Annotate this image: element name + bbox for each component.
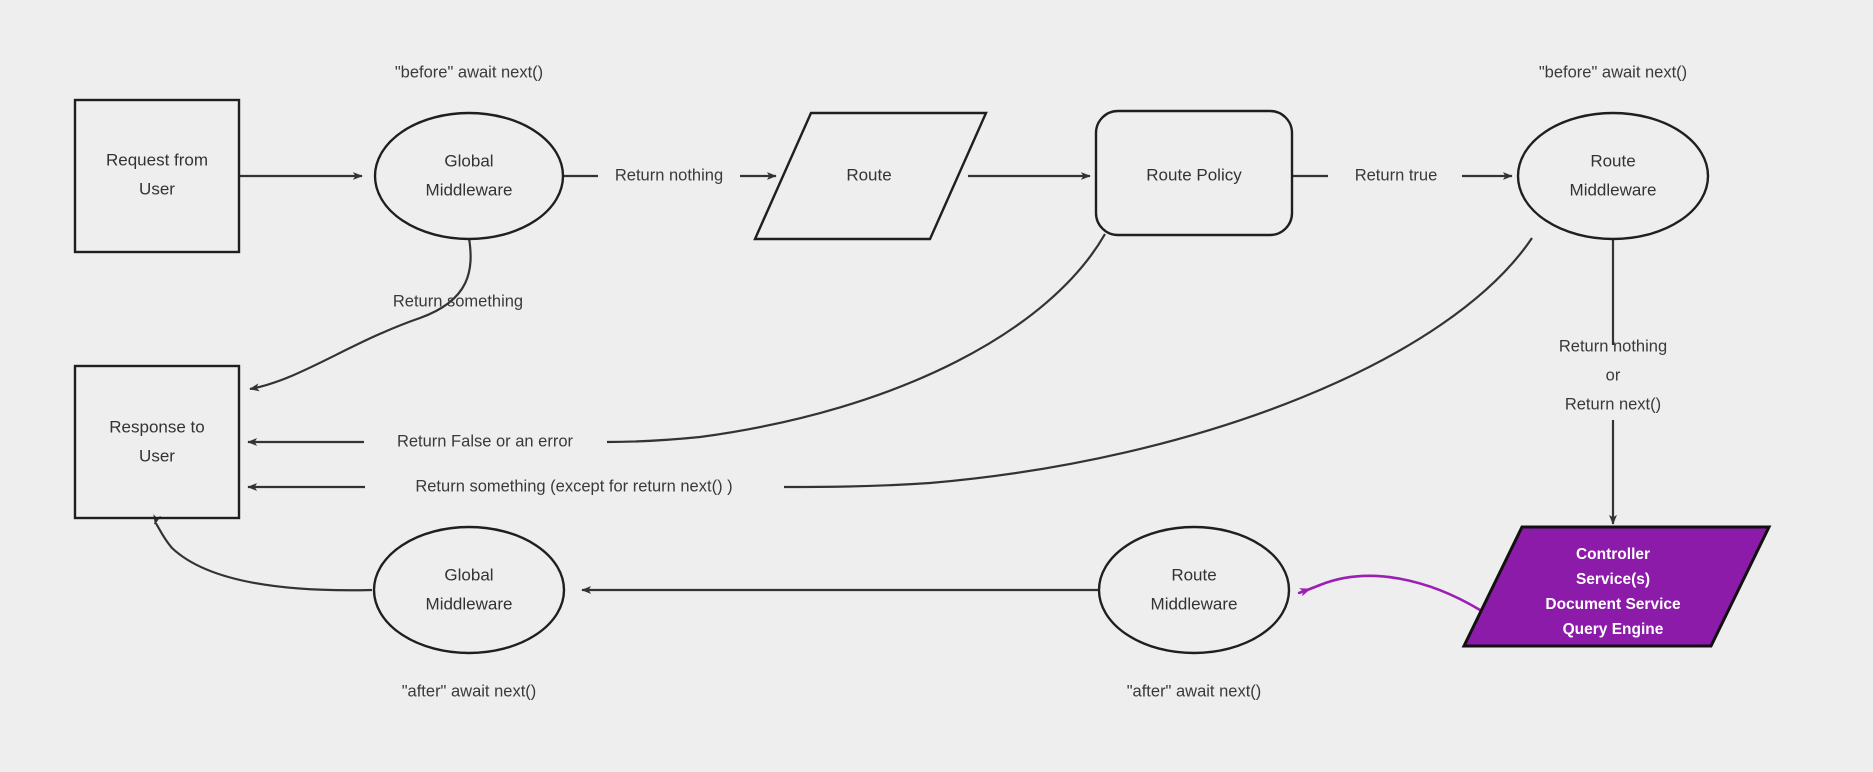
node-route-policy[interactable]: Route Policy — [1094, 109, 1294, 237]
node-global-middleware-bottom-line1: Global — [444, 565, 493, 584]
node-route[interactable]: Route — [753, 111, 988, 241]
node-route-label: Route — [846, 165, 891, 184]
node-route-middleware-top-line2: Middleware — [1570, 180, 1657, 199]
node-route-middleware-top[interactable]: Route Middleware — [1516, 111, 1710, 241]
edge-label-return-nothing-or-next-line2: or — [1606, 366, 1621, 384]
note-before-await-next-route: "before" await next() — [1539, 63, 1687, 81]
node-response-to-user-line1: Response to — [109, 417, 204, 436]
note-after-await-next-global: "after" await next() — [402, 682, 537, 700]
node-request-from-user-line1: Request from — [106, 150, 208, 169]
node-global-middleware-bottom-line2: Middleware — [426, 594, 513, 613]
node-controller-services-line2: Service(s) — [1576, 571, 1650, 588]
node-route-middleware-top-line1: Route — [1590, 151, 1635, 170]
edge-label-return-something-except: Return something (except for return next… — [415, 477, 732, 495]
node-route-middleware-bottom[interactable]: Route Middleware — [1097, 525, 1291, 655]
node-controller-services[interactable]: Controller Service(s) Document Service Q… — [1461, 525, 1772, 648]
node-controller-services-line1: Controller — [1576, 546, 1650, 563]
node-response-to-user[interactable]: Response to User — [73, 364, 241, 520]
node-request-from-user-line2: User — [139, 179, 175, 198]
edge-label-return-nothing-or-next-line1: Return nothing — [1559, 337, 1667, 355]
node-controller-services-line4: Query Engine — [1563, 621, 1664, 638]
edge-label-return-true: Return true — [1355, 166, 1438, 184]
note-before-await-next-global: "before" await next() — [395, 63, 543, 81]
edge-controller-to-route-middleware-bottom — [1297, 574, 1481, 612]
node-global-middleware-top[interactable]: Global Middleware — [373, 111, 565, 241]
node-request-from-user[interactable]: Request from User — [73, 98, 241, 254]
node-global-middleware-top-line2: Middleware — [426, 180, 513, 199]
node-route-middleware-bottom-line1: Route — [1171, 565, 1216, 584]
edge-global-middleware-to-response — [249, 237, 472, 392]
node-global-middleware-bottom[interactable]: Global Middleware — [372, 525, 566, 655]
node-route-middleware-bottom-line2: Middleware — [1151, 594, 1238, 613]
edge-label-return-nothing: Return nothing — [615, 166, 723, 184]
edge-label-return-nothing-or-next-line3: Return next() — [1565, 395, 1661, 413]
edge-route-policy-to-response — [606, 233, 1106, 444]
edge-global-middleware-bottom-to-response — [153, 514, 373, 592]
edge-route-middleware-to-response — [783, 237, 1533, 489]
node-global-middleware-top-line1: Global — [444, 151, 493, 170]
edge-label-return-something: Return something — [393, 292, 523, 310]
node-response-to-user-line2: User — [139, 446, 175, 465]
note-after-await-next-route: "after" await next() — [1127, 682, 1262, 700]
node-controller-services-line3: Document Service — [1545, 596, 1681, 613]
edge-label-return-false-or-error: Return False or an error — [397, 432, 574, 450]
node-route-policy-label: Route Policy — [1146, 165, 1242, 184]
